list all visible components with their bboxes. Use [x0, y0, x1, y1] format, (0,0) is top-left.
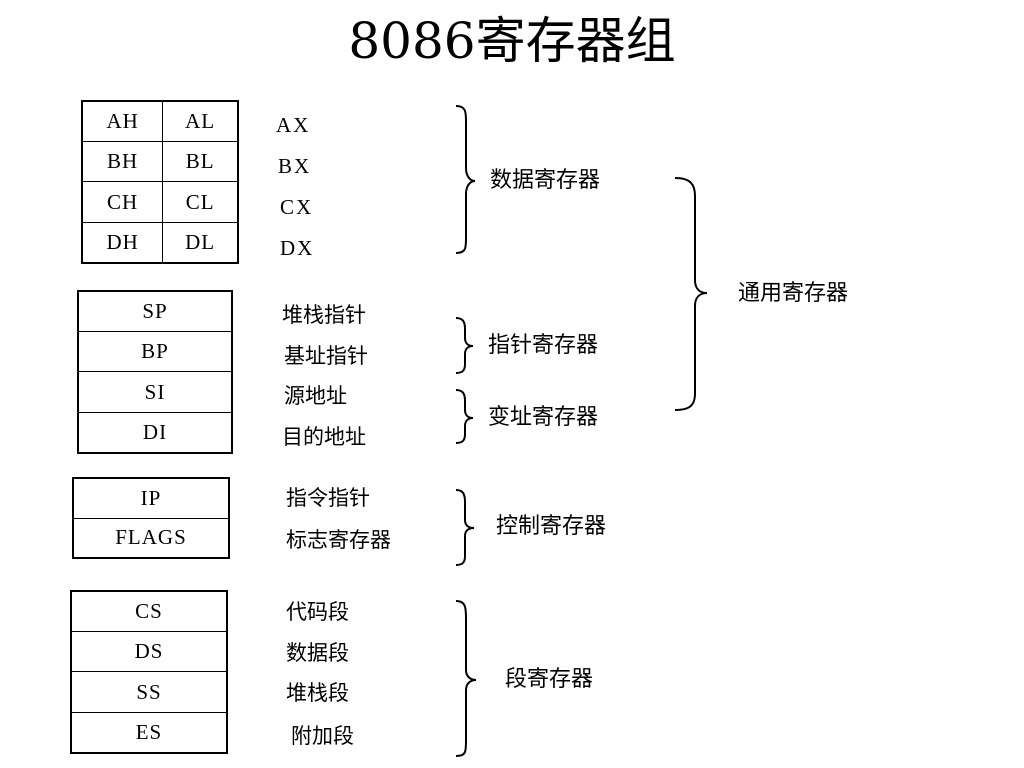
segment-register-brace	[455, 600, 477, 757]
register-cell-dh: DH	[81, 221, 164, 264]
pointer-register-group-label: 指针寄存器	[488, 333, 599, 358]
register-name-ax: AX	[276, 113, 311, 137]
control-register-brace	[455, 489, 475, 566]
register-desc-es: 附加段	[291, 724, 354, 748]
register-desc-cs: 代码段	[286, 600, 349, 624]
data-register-table: AH AL BH BL CH CL DH DL	[81, 100, 239, 264]
register-desc-si: 源地址	[284, 384, 347, 408]
data-register-group-label: 数据寄存器	[490, 168, 601, 193]
register-cell-bp: BP	[77, 331, 233, 373]
register-cell-sp: SP	[77, 290, 233, 333]
page-title: 8086寄存器组	[348, 12, 676, 70]
index-register-brace	[455, 389, 474, 444]
control-register-table: IP FLAGS	[72, 477, 230, 559]
register-cell-si: SI	[77, 371, 233, 413]
index-register-group-label: 变址寄存器	[488, 405, 599, 430]
register-cell-di: DI	[77, 411, 233, 454]
register-cell-flags: FLAGS	[72, 517, 230, 559]
register-cell-cl: CL	[162, 181, 239, 223]
register-cell-bh: BH	[81, 141, 164, 183]
segment-register-group-label: 段寄存器	[505, 667, 594, 692]
register-desc-di: 目的地址	[282, 425, 366, 449]
register-cell-ss: SS	[70, 671, 228, 713]
register-name-dx: DX	[280, 236, 315, 260]
data-register-brace	[455, 105, 476, 254]
register-name-bx: BX	[278, 154, 312, 178]
register-cell-dl: DL	[162, 221, 239, 264]
general-register-group-label: 通用寄存器	[738, 281, 849, 306]
segment-register-table: CS DS SS ES	[70, 590, 228, 754]
control-register-group-label: 控制寄存器	[496, 514, 607, 539]
register-desc-ip: 指令指针	[286, 486, 370, 510]
register-desc-ss: 堆栈段	[286, 681, 349, 705]
general-register-brace	[674, 177, 708, 411]
register-cell-ch: CH	[81, 181, 164, 223]
register-desc-sp: 堆栈指针	[282, 303, 366, 327]
register-cell-es: ES	[70, 711, 228, 754]
register-desc-bp: 基址指针	[284, 344, 368, 368]
register-cell-bl: BL	[162, 141, 239, 183]
pointer-index-register-table: SP BP SI DI	[77, 290, 233, 454]
register-name-cx: CX	[280, 195, 314, 219]
register-desc-ds: 数据段	[286, 641, 349, 665]
register-desc-flags: 标志寄存器	[286, 528, 391, 552]
pointer-register-brace	[455, 317, 474, 374]
